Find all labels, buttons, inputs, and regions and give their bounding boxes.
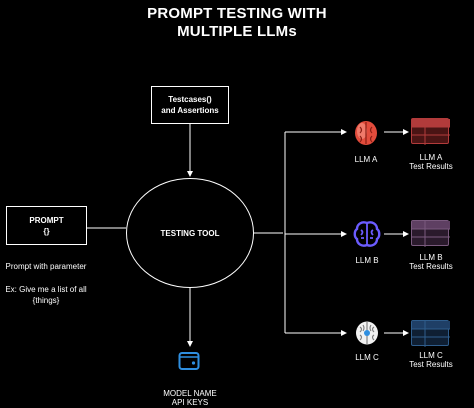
- llm-c-label: LLM C: [355, 353, 379, 362]
- diagram-title-line1: PROMPT TESTING WITH: [147, 5, 327, 22]
- prompt-note-example: Ex: Give me a list of all: [5, 285, 87, 294]
- llm-b-results-name: LLM B: [419, 253, 443, 262]
- model-name-label: MODEL NAME: [163, 389, 217, 398]
- testcases-box[interactable]: Testcases() and Assertions: [151, 86, 229, 124]
- brain-icon-llm-c: [353, 319, 381, 347]
- llm-c-results-caption: Test Results: [409, 360, 453, 369]
- results-table-llm-a[interactable]: [411, 118, 450, 145]
- prompt-box[interactable]: PROMPT {}: [6, 206, 87, 245]
- testing-tool-label: TESTING TOOL: [160, 228, 220, 238]
- results-table-llm-c[interactable]: [411, 320, 450, 347]
- llm-a-results-caption: Test Results: [409, 162, 453, 171]
- llm-b-results-caption: Test Results: [409, 262, 453, 271]
- api-keys-label: API KEYS: [171, 398, 209, 407]
- prompt-box-title: PROMPT: [29, 215, 64, 225]
- prompt-box-braces: {}: [43, 226, 50, 236]
- diagram-title-line2: MULTIPLE LLMs: [177, 23, 297, 40]
- testing-tool-node[interactable]: TESTING TOOL: [126, 178, 254, 288]
- api-key-icon: [178, 350, 200, 372]
- llm-b-label: LLM B: [355, 256, 379, 265]
- results-table-llm-b[interactable]: [411, 220, 450, 247]
- llm-c-results-name: LLM C: [419, 351, 443, 360]
- llm-a-results-name: LLM A: [419, 153, 443, 162]
- prompt-note-things: {things}: [32, 296, 60, 305]
- testcases-title: Testcases(): [168, 95, 212, 104]
- brain-icon-llm-a: [352, 119, 380, 147]
- brain-icon-llm-b: [352, 219, 382, 249]
- prompt-note-parameter: Prompt with parameter: [5, 262, 87, 271]
- assertions-title: and Assertions: [161, 106, 219, 115]
- llm-a-label: LLM A: [354, 155, 378, 164]
